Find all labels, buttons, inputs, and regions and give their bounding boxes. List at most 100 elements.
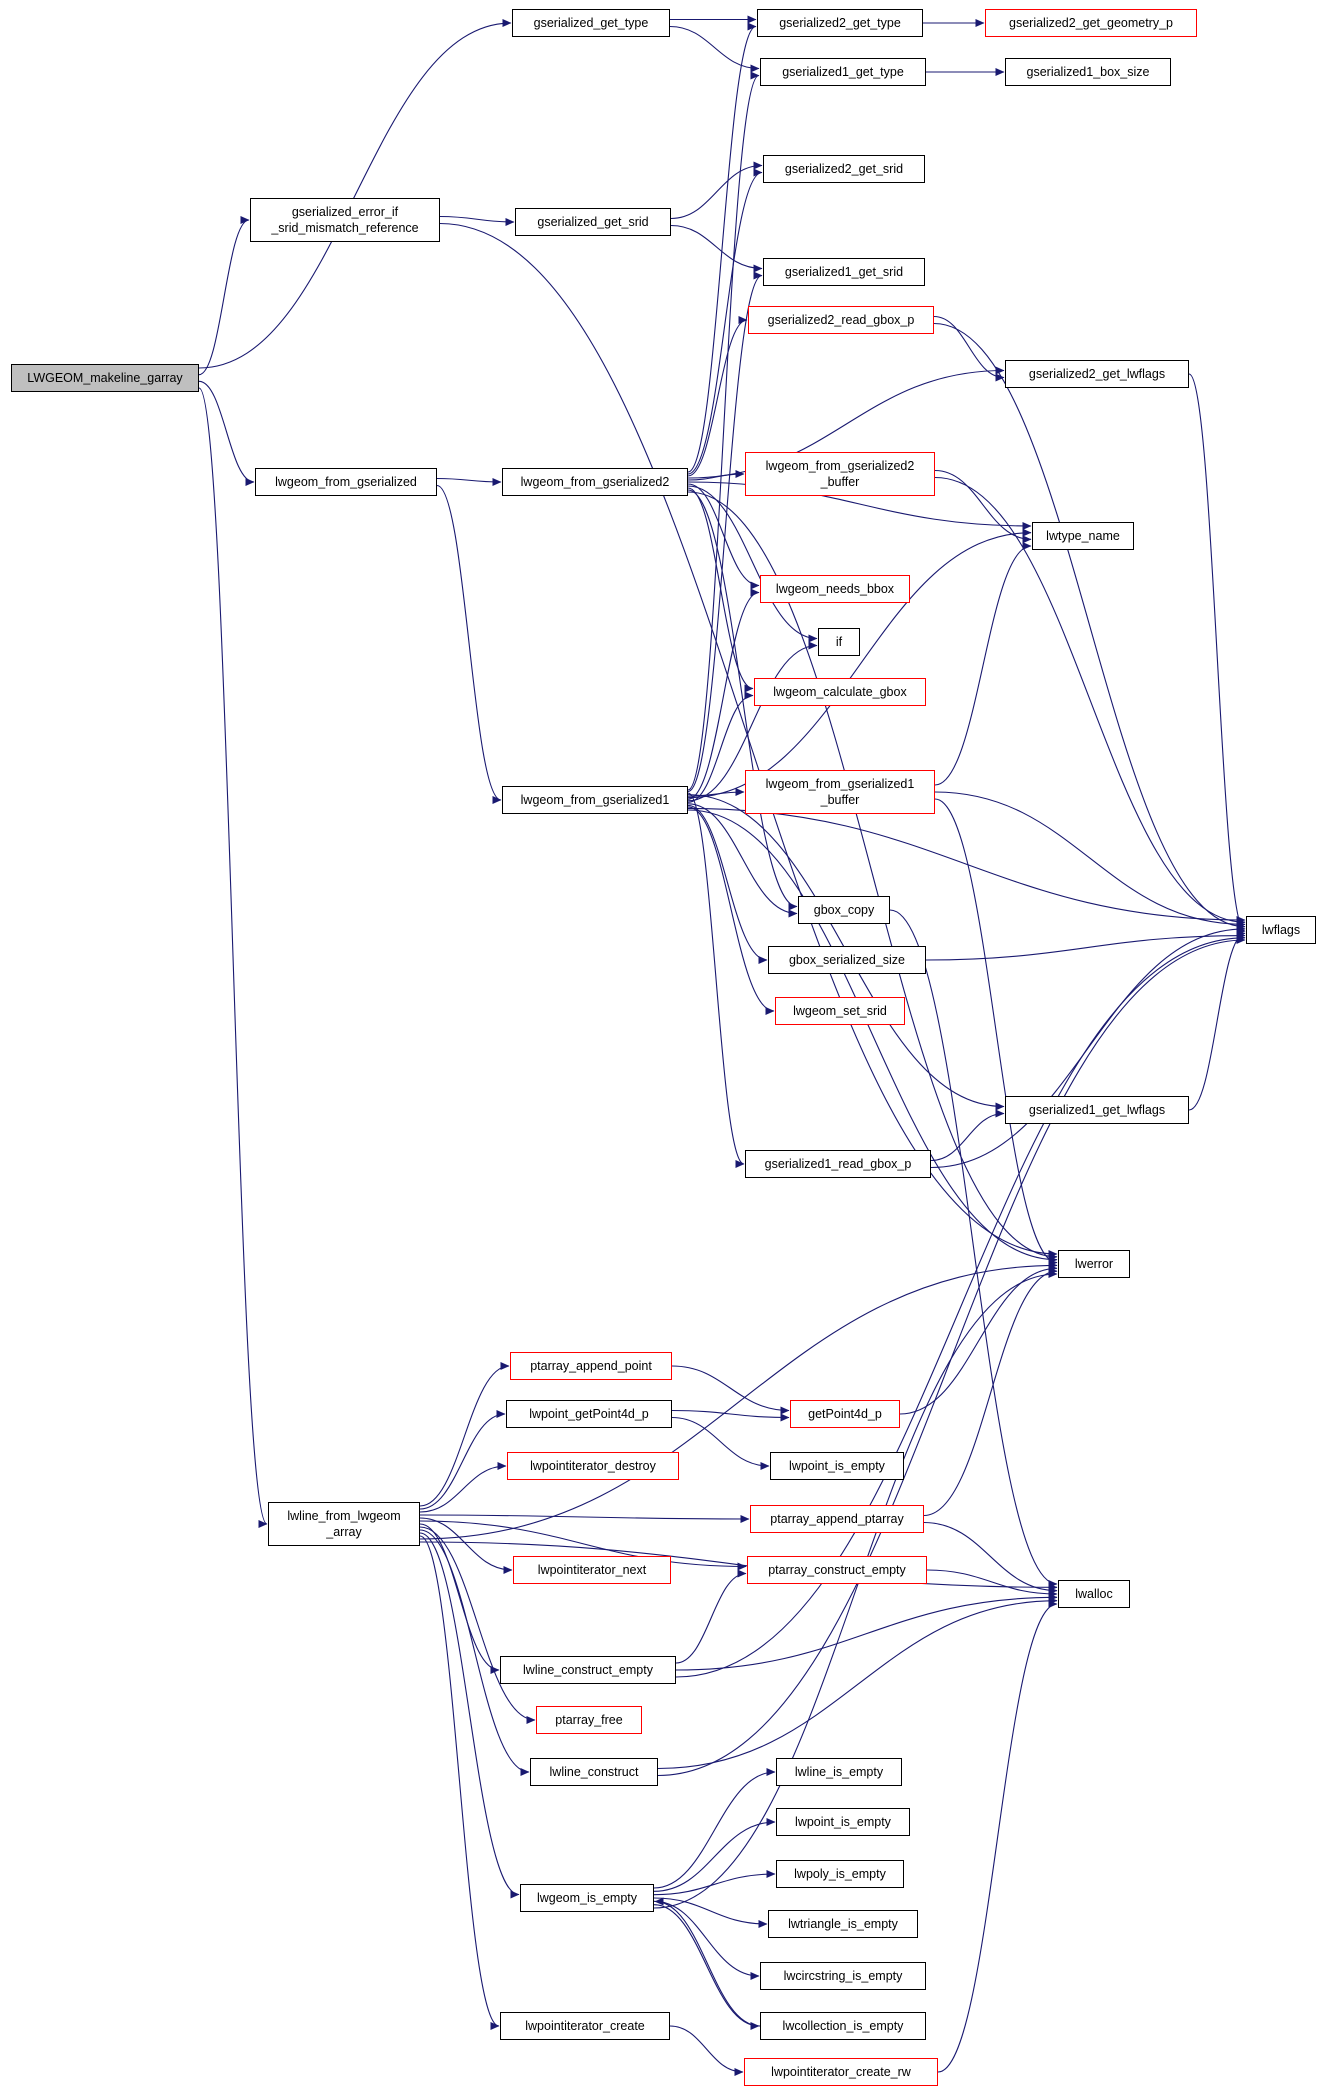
edge-lwgeom_from_gserialized2-lwgeom_needs_bbox [687, 483, 760, 590]
node-lwgeom_calculate_gbox[interactable]: lwgeom_calculate_gbox [754, 678, 926, 706]
edge-lwline_construct_empty-ptarray_construct_empty [675, 1569, 747, 1664]
edge-LWGEOM_makeline_garray-lwline_from_lwgeom_array [198, 387, 268, 1528]
edge-LWGEOM_makeline_garray-gserialized_get_type [198, 19, 512, 369]
node-lwpointiterator_create_rw[interactable]: lwpointiterator_create_rw [744, 2058, 938, 2086]
node-lwcircstring_is_empty[interactable]: lwcircstring_is_empty [760, 1962, 926, 1990]
node-gserialized_error_if_srid_mismatch_reference[interactable]: gserialized_error_if _srid_mismatch_refe… [250, 198, 440, 242]
edge-lwgeom_from_gserialized1-lwgeom_set_srid [687, 806, 775, 1015]
edge-lwline_from_lwgeom_array-lwerror [419, 1261, 1058, 1540]
node-lwtype_name[interactable]: lwtype_name [1032, 522, 1134, 550]
node-lwgeom_set_srid[interactable]: lwgeom_set_srid [775, 997, 905, 1025]
node-lwline_construct[interactable]: lwline_construct [530, 1758, 658, 1786]
edge-LWGEOM_makeline_garray-gserialized_error_if_srid_mismatch_reference [198, 216, 250, 376]
node-gserialized2_read_gbox_p[interactable]: gserialized2_read_gbox_p [748, 306, 934, 334]
edge-lwline_from_lwgeom_array-ptarray_construct_empty [419, 1520, 747, 1571]
edge-lwgeom_from_gserialized1-if [687, 641, 818, 802]
edge-lwgeom_from_gserialized2_buffer-lwtype_name [934, 469, 1032, 544]
node-lwpoly_is_empty[interactable]: lwpoly_is_empty [776, 1860, 904, 1888]
node-if[interactable]: if [818, 628, 860, 656]
edge-ptarray_append_point-getPoint4d_p [671, 1365, 790, 1415]
node-lwtriangle_is_empty[interactable]: lwtriangle_is_empty [768, 1910, 918, 1938]
node-lwgeom_from_gserialized2[interactable]: lwgeom_from_gserialized2 [502, 468, 688, 496]
edge-ptarray_append_ptarray-lwerror [923, 1267, 1058, 1517]
edge-lwline_from_lwgeom_array-ptarray_append_point [419, 1362, 510, 1507]
edge-lwgeom_from_gserialized-lwgeom_from_gserialized1 [436, 484, 502, 804]
edge-lwpoint_getPoint4d_p-lwpoint_is_empty_a [671, 1416, 770, 1470]
node-getPoint4d_p[interactable]: getPoint4d_p [790, 1400, 900, 1428]
edge-lwpointiterator_create_rw-lwalloc [937, 1600, 1058, 2073]
edge-ptarray_construct_empty-lwalloc [926, 1569, 1058, 1598]
node-lwgeom_from_gserialized1_buffer[interactable]: lwgeom_from_gserialized1 _buffer [745, 770, 935, 814]
node-ptarray_free[interactable]: ptarray_free [536, 1706, 642, 1734]
node-lwline_is_empty[interactable]: lwline_is_empty [776, 1758, 902, 1786]
node-gserialized1_box_size[interactable]: gserialized1_box_size [1005, 58, 1171, 86]
node-gserialized1_get_type[interactable]: gserialized1_get_type [760, 58, 926, 86]
node-ptarray_construct_empty[interactable]: ptarray_construct_empty [747, 1556, 927, 1584]
edge-gserialized1_get_lwflags-lwflags [1188, 929, 1246, 1111]
edge-lwgeom_from_gserialized2-if [687, 485, 818, 643]
node-lwpoint_is_empty_b[interactable]: lwpoint_is_empty [776, 1808, 910, 1836]
edge-lwline_construct_empty-lwalloc [675, 1593, 1058, 1671]
edge-lwgeom_from_gserialized2-gserialized2_read_gbox_p [687, 316, 748, 477]
edge-lwgeom_from_gserialized2_buffer-lwflags [934, 476, 1246, 927]
node-gserialized2_get_type[interactable]: gserialized2_get_type [757, 9, 923, 37]
node-lwerror[interactable]: lwerror [1058, 1250, 1130, 1278]
edge-lwgeom_is_empty-lwerror [653, 1270, 1058, 1909]
edge-lwgeom_is_empty-lwpoint_is_empty_b [653, 1818, 776, 1892]
node-lwpointiterator_destroy[interactable]: lwpointiterator_destroy [507, 1452, 679, 1480]
node-gbox_serialized_size[interactable]: gbox_serialized_size [768, 946, 926, 974]
edge-lwgeom_from_gserialized2-gserialized2_get_srid [687, 168, 763, 475]
edge-lwgeom_is_empty-lwpoly_is_empty [653, 1870, 776, 1896]
node-lwalloc[interactable]: lwalloc [1058, 1580, 1130, 1608]
node-lwline_from_lwgeom_array[interactable]: lwline_from_lwgeom _array [268, 1502, 420, 1546]
node-lwpointiterator_create[interactable]: lwpointiterator_create [500, 2012, 670, 2040]
edge-lwgeom_from_gserialized1-gserialized1_get_srid [687, 271, 763, 793]
node-ptarray_append_point[interactable]: ptarray_append_point [510, 1352, 672, 1380]
edge-lwgeom_from_gserialized1-gbox_serialized_size [687, 804, 768, 964]
edge-gserialized2_read_gbox_p-lwflags [933, 322, 1246, 931]
edge-LWGEOM_makeline_garray-lwgeom_from_gserialized [198, 380, 255, 486]
node-lwpointiterator_next[interactable]: lwpointiterator_next [513, 1556, 671, 1584]
edge-gserialized2_get_lwflags-lwflags [1188, 373, 1246, 935]
node-gserialized1_read_gbox_p[interactable]: gserialized1_read_gbox_p [745, 1150, 931, 1178]
edge-lwcollection_is_empty-lwgeom_is_empty [654, 1897, 761, 2027]
node-lwgeom_from_gserialized[interactable]: lwgeom_from_gserialized [255, 468, 437, 496]
node-gserialized1_get_lwflags[interactable]: gserialized1_get_lwflags [1005, 1096, 1189, 1124]
node-gserialized1_get_srid[interactable]: gserialized1_get_srid [763, 258, 925, 286]
node-gbox_copy[interactable]: gbox_copy [798, 896, 890, 924]
edge-lwgeom_is_empty-lwcollection_is_empty [653, 1904, 760, 2030]
edge-ptarray_append_ptarray-lwalloc [923, 1521, 1058, 1595]
edge-lwgeom_from_gserialized1-lwflags [687, 807, 1246, 924]
node-ptarray_append_ptarray[interactable]: ptarray_append_ptarray [750, 1505, 924, 1533]
edge-lwgeom_from_gserialized1-lwgeom_calculate_gbox [687, 691, 754, 803]
edge-lwgeom_from_gserialized1-lwtype_name [687, 528, 1032, 799]
node-lwflags[interactable]: lwflags [1246, 916, 1316, 944]
node-gserialized2_get_lwflags[interactable]: gserialized2_get_lwflags [1005, 360, 1189, 388]
edge-lwgeom_from_gserialized2-lwgeom_from_gserialized2_buffer [687, 470, 745, 481]
edge-lwgeom_from_gserialized1-gserialized1_get_type [687, 71, 760, 791]
node-lwcollection_is_empty[interactable]: lwcollection_is_empty [760, 2012, 926, 2040]
node-lwgeom_is_empty[interactable]: lwgeom_is_empty [520, 1884, 654, 1912]
edge-lwline_from_lwgeom_array-lwpoint_getPoint4d_p [419, 1410, 506, 1510]
edge-gserialized_error_if_srid_mismatch_reference-gserialized_get_srid [439, 215, 515, 226]
edge-lwgeom_from_gserialized1_buffer-lwtype_name [934, 542, 1032, 786]
edge-lwline_from_lwgeom_array-ptarray_free [419, 1526, 536, 1724]
node-lwpoint_is_empty_a[interactable]: lwpoint_is_empty [770, 1452, 904, 1480]
node-gserialized_get_srid[interactable]: gserialized_get_srid [515, 208, 671, 236]
node-gserialized2_get_srid[interactable]: gserialized2_get_srid [763, 155, 925, 183]
edge-gbox_serialized_size-lwflags [925, 931, 1246, 961]
node-lwpoint_getPoint4d_p[interactable]: lwpoint_getPoint4d_p [506, 1400, 672, 1428]
node-lwgeom_from_gserialized1[interactable]: lwgeom_from_gserialized1 [502, 786, 688, 814]
node-LWGEOM_makeline_garray[interactable]: LWGEOM_makeline_garray [11, 364, 199, 392]
node-lwgeom_from_gserialized2_buffer[interactable]: lwgeom_from_gserialized2 _buffer [745, 452, 935, 496]
edge-lwgeom_from_gserialized2-gbox_copy [687, 489, 798, 911]
edge-lwgeom_from_gserialized1_buffer-lwflags [934, 791, 1246, 929]
node-gserialized2_get_geometry_p[interactable]: gserialized2_get_geometry_p [985, 9, 1197, 37]
edge-lwgeom_is_empty-lwcircstring_is_empty [653, 1900, 760, 1980]
node-lwline_construct_empty[interactable]: lwline_construct_empty [500, 1656, 676, 1684]
node-lwgeom_needs_bbox[interactable]: lwgeom_needs_bbox [760, 575, 910, 603]
node-gserialized_get_type[interactable]: gserialized_get_type [512, 9, 670, 37]
edge-lwline_from_lwgeom_array-lwpointiterator_create [419, 1535, 500, 2030]
